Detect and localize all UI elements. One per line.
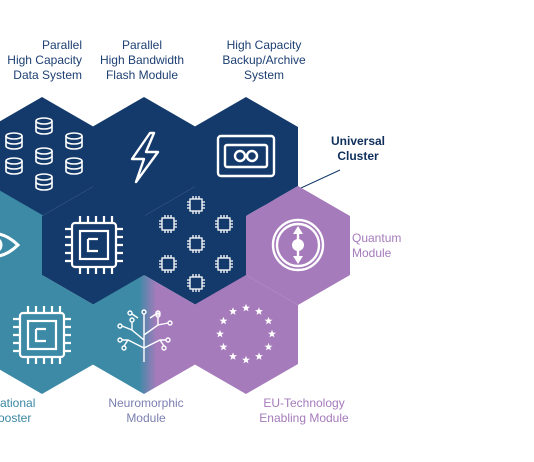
eu-star: [219, 342, 228, 351]
booster-chip-icon: [13, 306, 71, 364]
eu-star: [264, 316, 273, 325]
hex-parallel-high-capacity: [0, 97, 94, 216]
eu-star: [219, 316, 228, 325]
label-neuromorphic-module: Neuromorphic Module: [108, 396, 184, 425]
eu-star: [255, 352, 263, 360]
label-parallel-high-bandwidth: Parallel High Bandwidth Flash Module: [99, 38, 185, 82]
tape-cartridge-icon: [216, 134, 276, 178]
hex-processor-center: [42, 186, 146, 305]
processor-chip-icon: [65, 216, 123, 274]
eu-star: [229, 352, 237, 360]
eu-star: [229, 307, 237, 315]
database-cylinder-icon: [5, 117, 83, 191]
eu-star: [242, 355, 250, 364]
hex-eu-technology: [194, 275, 298, 394]
label-parallel-high-capacity: Parallel High Capacity Data System: [7, 38, 82, 82]
eu-star: [255, 307, 263, 315]
eu-star: [242, 303, 250, 312]
hex-parallel-high-bandwidth: [92, 97, 196, 216]
hex-universal-cluster: [144, 186, 248, 305]
label-quantum-module: Quantum Module: [352, 231, 402, 260]
eu-star: [216, 329, 224, 338]
quantum-orbit-icon: [271, 218, 325, 272]
eye-icon: [0, 232, 21, 258]
label-eu-technology: EU-Technology Enabling Module: [259, 396, 349, 425]
chip-grid-icon: [159, 196, 233, 292]
label-universal-cluster: Universal Cluster: [330, 134, 386, 163]
eu-star: [268, 329, 276, 338]
lightning-icon: [130, 131, 160, 184]
eu-stars-icon: [216, 303, 276, 364]
neural-tree-icon: [117, 309, 173, 362]
label-computational-booster: utational Booster: [0, 396, 36, 425]
hex-eye-module: [0, 190, 44, 301]
label-high-capacity-backup: High Capacity Backup/Archive System: [222, 38, 306, 82]
eu-star: [264, 342, 273, 351]
hex-computational-booster: [0, 275, 94, 394]
